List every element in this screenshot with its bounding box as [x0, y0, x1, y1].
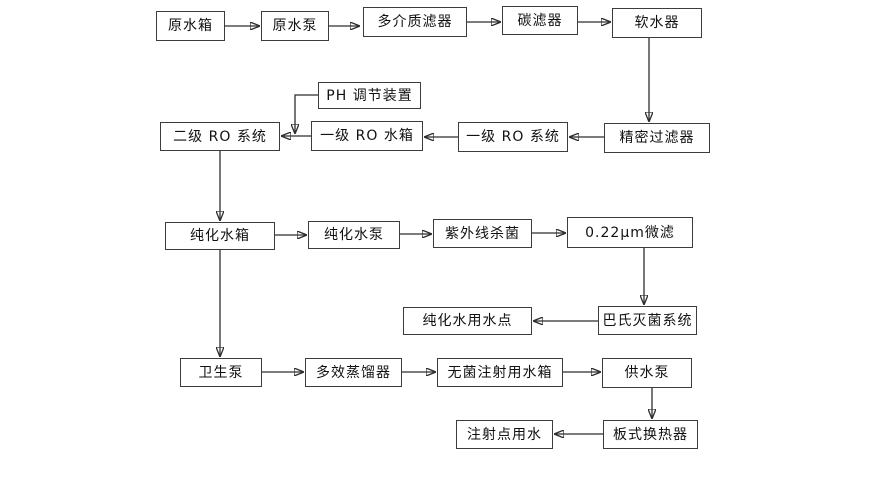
- node-label: 板式换热器: [613, 426, 688, 443]
- node-label: 多介质滤器: [377, 14, 453, 30]
- flow-node-supply-pump: 供水泵: [602, 358, 692, 388]
- node-label: 一级 RO 水箱: [320, 128, 414, 144]
- flow-node-precision-filter: 精密过滤器: [604, 123, 710, 153]
- node-label: 软水器: [634, 15, 680, 31]
- node-label: 原水泵: [272, 18, 318, 34]
- flow-node-carbon-filter: 碳滤器: [502, 6, 578, 35]
- node-label: 纯化水箱: [190, 228, 250, 244]
- flow-node-pasteurization-system: 巴氏灭菌系统: [598, 306, 697, 335]
- flow-node-injection-use-point: 注射点用水: [456, 420, 553, 449]
- flow-node-multi-effect-distiller: 多效蒸馏器: [305, 358, 402, 387]
- node-label: 无菌注射用水箱: [447, 364, 553, 381]
- node-label: 一级 RO 系统: [466, 129, 560, 145]
- node-label: 二级 RO 系统: [173, 128, 267, 145]
- node-label: 卫生泵: [198, 364, 244, 381]
- node-label: 注射点用水: [467, 426, 542, 443]
- flow-node-micron-filter: 0.22μm微滤: [567, 217, 693, 248]
- flow-node-first-ro-tank: 一级 RO 水箱: [311, 121, 423, 151]
- flow-node-second-ro-system: 二级 RO 系统: [160, 122, 280, 151]
- flow-node-sterile-wfi-tank: 无菌注射用水箱: [437, 358, 563, 387]
- flow-node-purified-water-pump: 纯化水泵: [308, 221, 400, 249]
- flow-node-multimedia-filter: 多介质滤器: [363, 7, 467, 37]
- node-label: 精密过滤器: [619, 130, 695, 146]
- flow-node-uv-sterilizer: 紫外线杀菌: [433, 219, 532, 248]
- node-label: 纯化水用水点: [422, 313, 513, 329]
- node-label: 碳滤器: [517, 12, 563, 29]
- flow-node-raw-water-tank: 原水箱: [156, 11, 225, 41]
- node-label: 紫外线杀菌: [445, 225, 520, 242]
- flow-node-water-softener: 软水器: [612, 8, 702, 38]
- node-label: 纯化水泵: [324, 227, 384, 243]
- node-label: 原水箱: [168, 18, 213, 34]
- flow-node-ph-adjustment-device: PH 调节装置: [318, 82, 421, 109]
- flow-node-first-ro-system: 一级 RO 系统: [458, 122, 568, 152]
- node-label: 0.22μm微滤: [585, 224, 675, 241]
- node-label: 巴氏灭菌系统: [602, 312, 693, 329]
- node-label: 供水泵: [624, 365, 670, 381]
- flow-node-plate-heat-exchanger: 板式换热器: [603, 420, 698, 449]
- node-label: 多效蒸馏器: [316, 364, 391, 381]
- flow-node-sanitary-pump: 卫生泵: [180, 358, 262, 387]
- node-label: PH 调节装置: [326, 87, 413, 104]
- flow-node-purified-water-use-point: 纯化水用水点: [403, 307, 532, 335]
- flow-node-purified-water-tank: 纯化水箱: [165, 222, 275, 250]
- flow-node-raw-water-pump: 原水泵: [261, 11, 329, 41]
